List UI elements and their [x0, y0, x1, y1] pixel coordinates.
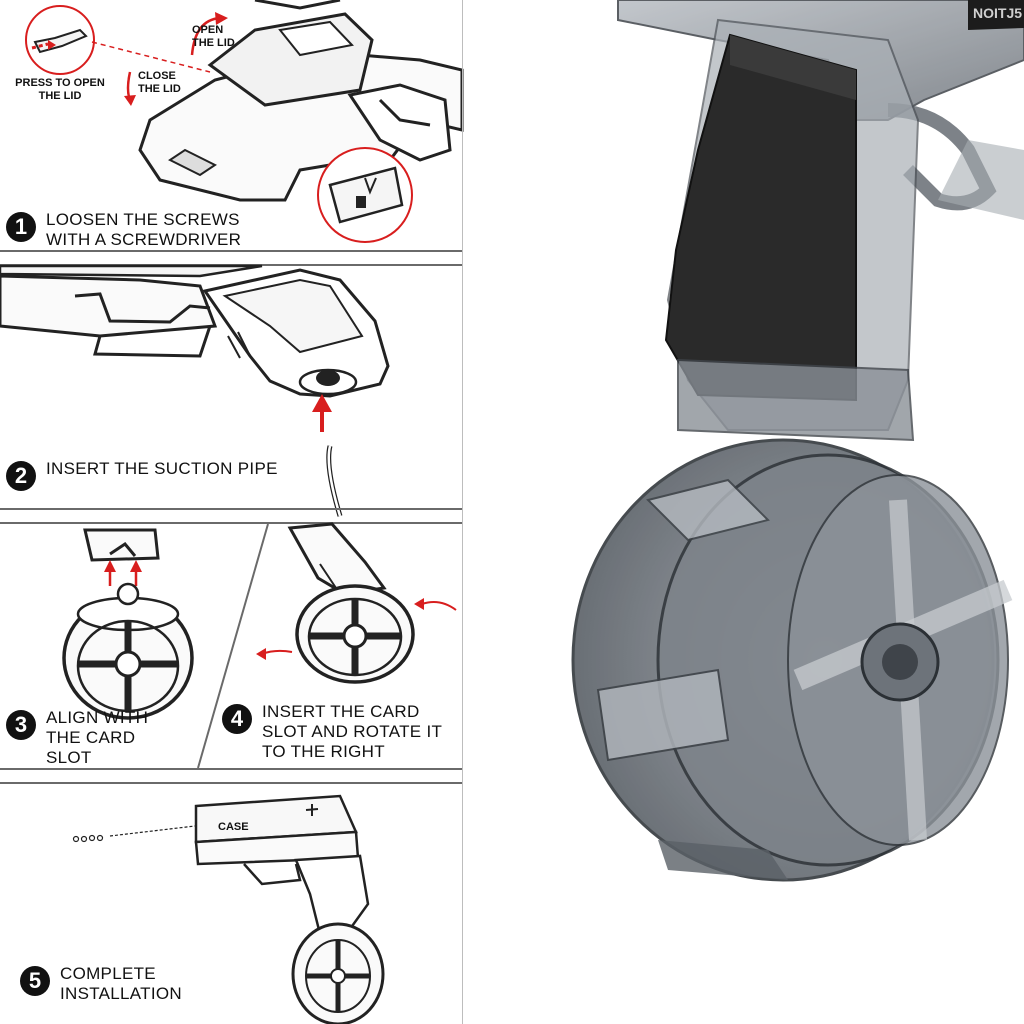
step-4-text: INSERT THE CARD SLOT AND ROTATE IT TO TH… [262, 702, 442, 761]
gun-label: CASE [218, 821, 249, 833]
divider-4 [0, 522, 462, 524]
product-photo: NOITJ5 [468, 0, 1024, 1024]
step-3-number: 3 [6, 710, 36, 740]
open-lid-callout: OPEN THE LID [192, 24, 235, 49]
step-1-text: LOOSEN THE SCREWS WITH A SCREWDRIVER [46, 210, 242, 249]
step-5-text: COMPLETE INSTALLATION [60, 964, 182, 1003]
step2-illustration [0, 264, 390, 517]
step-2-text: INSERT THE SUCTION PIPE [46, 459, 278, 478]
divider-6 [0, 782, 462, 784]
divider-1 [0, 250, 462, 252]
press-to-open-callout: PRESS TO OPEN THE LID [15, 77, 105, 102]
step-1: 1 LOOSEN THE SCREWS WITH A SCREWDRIVER [6, 210, 286, 250]
step-4: 4 INSERT THE CARD SLOT AND ROTATE IT TO … [222, 702, 462, 762]
transparent-gun-drum-magazine: NOITJ5 [571, 0, 1024, 882]
instruction-panel: PRESS TO OPEN THE LID OPEN THE LID CLOSE… [0, 0, 468, 1024]
step-3: 3 ALIGN WITH THE CARD SLOT [6, 708, 176, 768]
divider-3 [0, 508, 462, 510]
step1-illustration [25, 0, 464, 243]
step-4-number: 4 [222, 704, 252, 734]
step3-4-illustration [62, 522, 457, 769]
step-5-number: 5 [20, 966, 50, 996]
slide-text: NOITJ5 [973, 5, 1022, 21]
step-5: 5 COMPLETE INSTALLATION [20, 964, 210, 1004]
step-2-number: 2 [6, 461, 36, 491]
step-2: 2 INSERT THE SUCTION PIPE [6, 459, 286, 491]
right-edge-divider [462, 0, 463, 1024]
divider-5 [0, 768, 462, 770]
step-1-number: 1 [6, 212, 36, 242]
step-3-text: ALIGN WITH THE CARD SLOT [46, 708, 149, 767]
close-lid-callout: CLOSE THE LID [138, 70, 181, 95]
step5-illustration: CASE [72, 794, 385, 1024]
